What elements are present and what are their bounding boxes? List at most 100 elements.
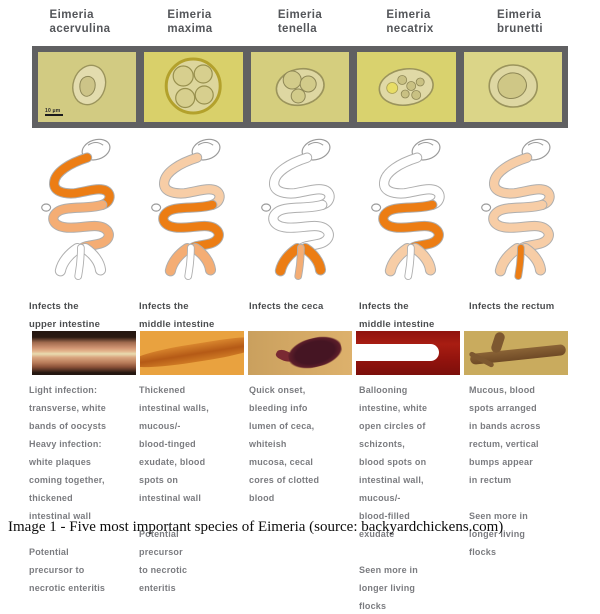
lesion-description-cell: Thickened intestinal walls, mucous/- blo… bbox=[135, 380, 245, 614]
infection-site-label: Infects the middle intestine bbox=[139, 301, 215, 330]
lesion-description-cell: Light infection: transverse, white bands… bbox=[25, 380, 135, 614]
species-column-header: Eimeria maxima bbox=[135, 8, 245, 36]
lesion-description: Ballooning intestine, white open circles… bbox=[359, 385, 428, 611]
middle-intestine-segment bbox=[489, 200, 553, 253]
infection-site-cell: Infects the ceca bbox=[245, 296, 355, 332]
intestine-diagram-maxima bbox=[151, 138, 225, 280]
infection-site-cell: Infects the middle intestine bbox=[355, 296, 465, 332]
cecum-right-segment bbox=[80, 243, 106, 275]
infection-site-label: Infects the middle intestine bbox=[359, 301, 435, 330]
oocyst-drawing bbox=[378, 67, 435, 107]
diagram-column bbox=[25, 132, 135, 284]
oocyst-micrograph-maxima bbox=[144, 52, 243, 122]
cecum-left-segment bbox=[385, 243, 412, 276]
gross-pathology-strip bbox=[32, 331, 568, 375]
gross-photo-brunetti bbox=[464, 331, 568, 375]
upper-intestine-segment bbox=[160, 153, 224, 210]
species-name: Eimeria maxima bbox=[167, 9, 213, 35]
species-name: Eimeria necatrix bbox=[386, 9, 434, 35]
lesion-description-cell: Quick onset, bleeding info lumen of ceca… bbox=[245, 380, 355, 614]
lesion-description-cell: Ballooning intestine, white open circles… bbox=[355, 380, 465, 614]
cecum-right-segment bbox=[520, 243, 546, 275]
lesion-description: Quick onset, bleeding info lumen of ceca… bbox=[249, 385, 320, 503]
gizzard-detail bbox=[307, 142, 324, 146]
diverticulum-outline bbox=[151, 203, 162, 212]
gross-photo-maxima bbox=[140, 331, 244, 375]
rectum-segment bbox=[405, 244, 414, 280]
diverticulum-outline bbox=[41, 203, 52, 212]
oocyst-drawing bbox=[72, 64, 107, 106]
species-name-row: Eimeria acervulina Eimeria maxima Eimeri… bbox=[25, 8, 575, 36]
lesion-description: Thickened intestinal walls, mucous/- blo… bbox=[139, 385, 209, 593]
oocyst-drawing bbox=[275, 67, 325, 107]
upper-intestine-segment bbox=[380, 153, 444, 210]
intestine-diagram-brunetti bbox=[481, 138, 555, 280]
cecum-right-segment bbox=[190, 243, 216, 275]
species-column-header: Eimeria brunetti bbox=[465, 8, 575, 36]
scale-bar: 10 μm bbox=[45, 108, 63, 116]
middle-intestine-segment bbox=[379, 200, 443, 253]
intestine-diagram-tenella bbox=[261, 138, 335, 280]
gross-photo-acervulina bbox=[32, 331, 136, 375]
diagram-column bbox=[465, 132, 575, 284]
cecum-left-segment bbox=[165, 243, 192, 276]
oocyst-micrograph-strip: 10 μm bbox=[32, 46, 568, 128]
diagram-column bbox=[135, 132, 245, 284]
infection-site-row: Infects the upper intestine Infects the … bbox=[25, 296, 575, 332]
rectum-segment bbox=[295, 244, 304, 280]
species-name: Eimeria brunetti bbox=[497, 9, 543, 35]
intestine-diagram-necatrix bbox=[371, 138, 445, 280]
cecum-right-segment bbox=[300, 243, 326, 275]
intestine-diagram-row bbox=[25, 132, 575, 284]
oocyst-micrograph-brunetti bbox=[463, 52, 563, 122]
species-name: Eimeria tenella bbox=[277, 9, 323, 35]
oocyst-micrograph-necatrix bbox=[357, 52, 456, 122]
oocyst-drawing bbox=[488, 64, 538, 108]
lesion-description-row: Light infection: transverse, white bands… bbox=[25, 380, 575, 614]
infection-site-cell: Infects the rectum bbox=[465, 296, 575, 332]
cecum-left-segment bbox=[55, 243, 82, 276]
gizzard-detail bbox=[417, 142, 434, 146]
intestine-lumen-shape bbox=[356, 344, 440, 361]
gross-photo-necatrix bbox=[356, 331, 460, 375]
species-column-header: Eimeria acervulina bbox=[25, 8, 135, 36]
upper-intestine-segment bbox=[490, 153, 554, 210]
lesion-description-cell: Mucous, blood spots arranged in bands ac… bbox=[465, 380, 575, 614]
infection-site-label: Infects the rectum bbox=[469, 301, 555, 312]
gizzard-detail bbox=[197, 142, 214, 146]
diverticulum-outline bbox=[481, 203, 492, 212]
rectum-segment bbox=[515, 244, 524, 280]
gross-photo-tenella bbox=[248, 331, 352, 375]
oocyst-drawing bbox=[165, 57, 223, 115]
cecum-left-segment bbox=[495, 243, 522, 276]
lesion-description: Light infection: transverse, white bands… bbox=[29, 385, 107, 593]
infection-site-label: Infects the upper intestine bbox=[29, 301, 101, 330]
cecum-left-segment bbox=[275, 243, 302, 276]
species-name: Eimeria acervulina bbox=[49, 9, 111, 35]
gizzard-detail bbox=[527, 142, 544, 146]
diverticulum-outline bbox=[261, 203, 272, 212]
middle-intestine-segment bbox=[49, 200, 113, 253]
oocyst-micrograph-acervulina: 10 μm bbox=[38, 52, 137, 122]
lesion-description: Mucous, blood spots arranged in bands ac… bbox=[469, 385, 541, 557]
rectum-segment bbox=[185, 244, 194, 280]
oocyst-micrograph-tenella bbox=[250, 52, 350, 122]
gizzard-detail bbox=[87, 142, 104, 146]
species-column-header: Eimeria tenella bbox=[245, 8, 355, 36]
middle-intestine-segment bbox=[269, 200, 333, 253]
infection-site-cell: Infects the middle intestine bbox=[135, 296, 245, 332]
intestine-branch-shape bbox=[468, 350, 495, 368]
infection-site-label: Infects the ceca bbox=[249, 301, 324, 312]
upper-intestine-segment bbox=[50, 153, 114, 210]
diverticulum-outline bbox=[371, 203, 382, 212]
infection-site-cell: Infects the upper intestine bbox=[25, 296, 135, 332]
rectum-segment bbox=[75, 244, 84, 280]
diagram-column bbox=[245, 132, 355, 284]
intestine-diagram-acervulina bbox=[41, 138, 115, 280]
upper-intestine-segment bbox=[270, 153, 334, 210]
figure-caption: Image 1 - Five most important species of… bbox=[8, 519, 504, 535]
cecum-right-segment bbox=[410, 243, 436, 275]
diagram-column bbox=[355, 132, 465, 284]
species-column-header: Eimeria necatrix bbox=[355, 8, 465, 36]
middle-intestine-segment bbox=[159, 200, 223, 253]
